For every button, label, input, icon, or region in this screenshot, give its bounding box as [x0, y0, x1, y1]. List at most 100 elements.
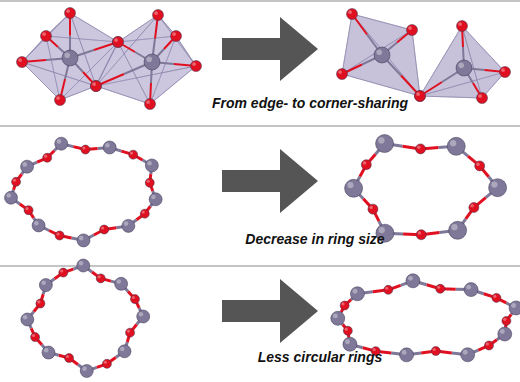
- metal-atom: [400, 348, 414, 362]
- metal-atom: [77, 234, 90, 247]
- atom-highlight: [501, 68, 505, 72]
- oxygen-atom: [41, 31, 52, 42]
- atom-highlight: [66, 355, 69, 358]
- atom-highlight: [130, 152, 133, 155]
- metal-atom: [464, 283, 478, 297]
- atom-highlight: [44, 155, 47, 158]
- atom-highlight: [192, 62, 196, 66]
- bond: [401, 76, 420, 97]
- metal-atom: [498, 327, 512, 341]
- oxygen-atom: [502, 316, 511, 325]
- oxygen-atom: [384, 285, 393, 294]
- metal-atom: [447, 137, 465, 155]
- oxygen-atom: [340, 301, 349, 310]
- oxygen-atom: [500, 67, 511, 78]
- block-arrow: [222, 149, 318, 213]
- oxygen-atom: [100, 225, 109, 234]
- metal-atom: [449, 221, 467, 239]
- atom-highlight: [34, 221, 39, 226]
- atom-highlight: [437, 286, 440, 289]
- atom-highlight: [385, 287, 388, 290]
- oxygen-atom: [171, 31, 182, 42]
- atom-highlight: [500, 329, 505, 334]
- oxygen-atom: [191, 61, 202, 72]
- oxygen-atom: [368, 204, 378, 214]
- metal-atom: [42, 346, 55, 359]
- metal-atom: [122, 219, 135, 232]
- oxygen-atom: [55, 95, 66, 106]
- atom-highlight: [64, 52, 70, 58]
- oxygen-atom: [431, 347, 440, 356]
- atom-highlight: [416, 92, 420, 96]
- metal-atom: [406, 274, 420, 288]
- atom-highlight: [378, 137, 384, 143]
- oxygen-atom: [113, 37, 124, 48]
- atom-highlight: [98, 275, 101, 278]
- panel-caption: Less circular rings: [258, 349, 383, 365]
- atom-highlight: [151, 195, 156, 200]
- atom-highlight: [79, 236, 84, 241]
- oxygen-atom: [24, 206, 33, 215]
- oxygen-atom: [43, 153, 52, 162]
- atom-highlight: [376, 49, 382, 55]
- atom-highlight: [92, 82, 96, 86]
- divider-line: [0, 1, 520, 2]
- atom-highlight: [18, 58, 22, 62]
- atom-highlight: [503, 318, 506, 321]
- metal-atom: [489, 179, 507, 197]
- bond: [403, 146, 421, 149]
- metal-atom: [103, 141, 116, 154]
- atom-highlight: [470, 204, 474, 208]
- polyhedron-face: [22, 62, 96, 100]
- metal-atom: [55, 137, 68, 150]
- metal-atom: [39, 279, 52, 292]
- atom-highlight: [486, 342, 489, 345]
- polyhedron-face: [342, 30, 420, 96]
- oxygen-atom: [347, 9, 358, 20]
- atom-highlight: [451, 224, 457, 230]
- oxygen-atom: [415, 91, 426, 102]
- atom-highlight: [114, 38, 118, 42]
- bond: [121, 151, 133, 155]
- polyhedron-face: [342, 14, 420, 96]
- metal-atom: [456, 60, 472, 76]
- oxygen-atom: [337, 69, 348, 80]
- oxygen-atom: [343, 326, 352, 335]
- atom-highlight: [345, 328, 348, 331]
- oxygen-atom: [102, 359, 111, 368]
- atom-highlight: [402, 350, 407, 355]
- oxygen-atom: [55, 231, 64, 240]
- atom-highlight: [23, 315, 28, 320]
- block-arrow: [222, 279, 318, 343]
- atom-highlight: [42, 32, 46, 36]
- atom-highlight: [348, 10, 352, 14]
- atom-highlight: [132, 296, 135, 299]
- oxygen-atom: [415, 91, 426, 102]
- atom-highlight: [353, 289, 358, 294]
- atom-highlight: [463, 350, 468, 355]
- atom-highlight: [347, 182, 353, 188]
- atom-highlight: [32, 334, 35, 337]
- oxygen-atom: [153, 10, 164, 21]
- atom-highlight: [511, 303, 516, 308]
- metal-atom: [350, 287, 364, 301]
- atom-highlight: [491, 181, 497, 187]
- panel-caption: Decrease in ring size: [245, 231, 384, 247]
- atom-highlight: [478, 94, 482, 98]
- bond: [59, 355, 69, 358]
- atom-highlight: [82, 146, 85, 149]
- atom-highlight: [56, 96, 60, 100]
- atom-highlight: [23, 162, 28, 167]
- atom-highlight: [408, 276, 413, 281]
- oxygen-atom: [126, 328, 135, 337]
- atom-highlight: [117, 279, 122, 284]
- atom-highlight: [142, 211, 145, 214]
- atom-highlight: [105, 143, 110, 148]
- metal-atom: [374, 47, 390, 63]
- atom-highlight: [92, 82, 96, 86]
- metal-atom: [115, 277, 128, 290]
- atom-highlight: [66, 9, 70, 13]
- oxygen-atom: [436, 284, 445, 293]
- atom-highlight: [37, 300, 40, 303]
- oxygen-atom: [140, 209, 149, 218]
